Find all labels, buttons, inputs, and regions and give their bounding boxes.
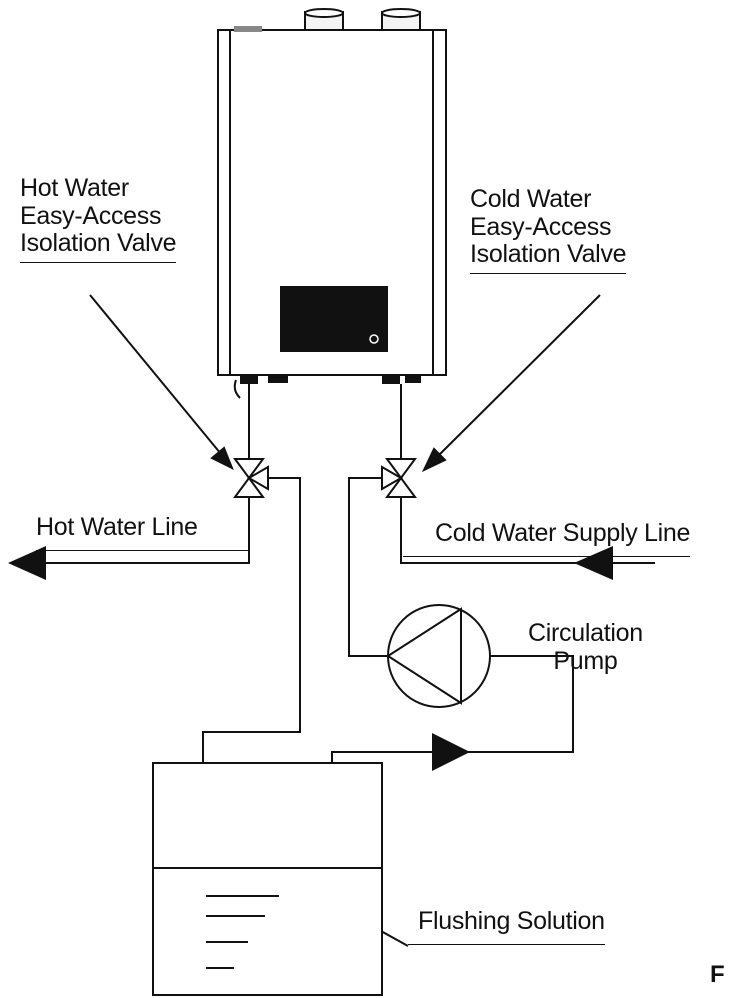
circulation-pump-label: Circulation Pump: [528, 619, 643, 675]
hot-water-line-pipe: [40, 497, 250, 564]
cold-valve-label-line1: Cold Water: [470, 185, 592, 213]
cold-water-supply-pipe: [400, 497, 655, 564]
hot-valve-label-line2: Easy-Access: [20, 201, 162, 230]
circulation-pump: [386, 604, 491, 708]
hot-water-out-arrow: [8, 546, 46, 580]
power-button-icon: [369, 334, 379, 344]
cold-water-isolation-valve: [381, 458, 417, 498]
figure-letter: F: [710, 961, 725, 988]
vent-pipe-left-rim: [304, 8, 344, 18]
pump-triangle-icon: [386, 607, 462, 705]
hot-valve-label-line3: Isolation Valve: [20, 229, 177, 263]
pump-flow-arrow: [432, 733, 470, 771]
hot-valve-label-line1: Hot Water: [20, 174, 129, 202]
pump-label-line2: Pump: [553, 646, 618, 675]
hot-water-isolation-valve: [233, 458, 269, 498]
cold-valve-label: Cold Water Easy-Access Isolation Valve: [470, 185, 627, 274]
cold-water-supply-line-label: Cold Water Supply Line: [403, 519, 690, 557]
hot-valve-label: Hot Water Easy-Access Isolation Valve: [20, 174, 177, 263]
vent-pipe-right-rim: [381, 8, 421, 18]
cold-valve-label-line2: Easy-Access: [470, 212, 612, 241]
water-heater-unit: [217, 8, 447, 399]
pump-label-line1: Circulation: [528, 619, 643, 647]
cold-valve-label-line3: Isolation Valve: [470, 240, 627, 274]
control-panel-display: [280, 286, 388, 352]
flushing-tank: [152, 762, 383, 996]
pump-inlet-pipe: [348, 477, 388, 657]
hot-water-line-label: Hot Water Line: [36, 513, 248, 551]
flushing-solution-label: Flushing Solution: [408, 907, 605, 945]
cold-water-in-arrow: [574, 546, 613, 580]
